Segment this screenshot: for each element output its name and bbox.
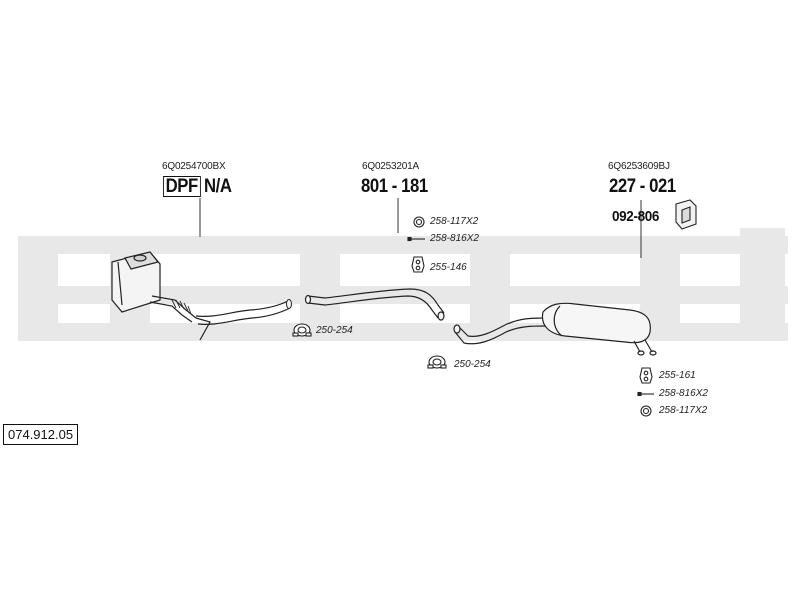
rubber-hanger-icon xyxy=(639,367,653,384)
accessory-label[interactable]: 255-161 xyxy=(659,370,696,381)
dpf-unit[interactable] xyxy=(111,251,211,341)
oem-number: 6Q6253609BJ xyxy=(608,161,670,172)
accessory-label[interactable]: 255-146 xyxy=(430,262,467,273)
rear-muffler[interactable] xyxy=(453,302,657,356)
accessory-label[interactable]: 250-254 xyxy=(316,325,353,336)
front-pipe[interactable] xyxy=(195,300,289,317)
accessory-label[interactable]: 250-254 xyxy=(454,359,491,370)
part-number[interactable]: 227 - 021 xyxy=(609,176,676,197)
pipe-clamp-icon xyxy=(292,323,312,337)
accessory-label[interactable]: 258-117X2 xyxy=(430,216,479,227)
sub-part-number[interactable]: 092-806 xyxy=(612,208,660,225)
bracket-092-806[interactable] xyxy=(675,199,697,230)
ring-clamp-icon xyxy=(413,216,425,228)
bolt-icon xyxy=(407,236,425,242)
accessory-label[interactable]: 258-816X2 xyxy=(430,233,479,244)
rubber-hanger-icon xyxy=(411,256,425,273)
dpf-badge: DPF xyxy=(163,176,201,197)
accessory-label[interactable]: 258-816X2 xyxy=(659,388,708,399)
ring-clamp-icon xyxy=(640,405,652,417)
part-number[interactable]: 801 - 181 xyxy=(361,176,428,197)
middle-pipe[interactable] xyxy=(304,288,445,321)
part-number[interactable]: N/A xyxy=(204,176,232,197)
pipe-clamp-icon xyxy=(427,355,447,369)
reference-number: 074.912.05 xyxy=(3,424,79,445)
accessory-label[interactable]: 258-117X2 xyxy=(659,405,708,416)
bolt-icon xyxy=(637,391,654,397)
oem-number: 6Q0253201A xyxy=(362,161,419,172)
oem-number: 6Q0254700BX xyxy=(162,161,226,172)
